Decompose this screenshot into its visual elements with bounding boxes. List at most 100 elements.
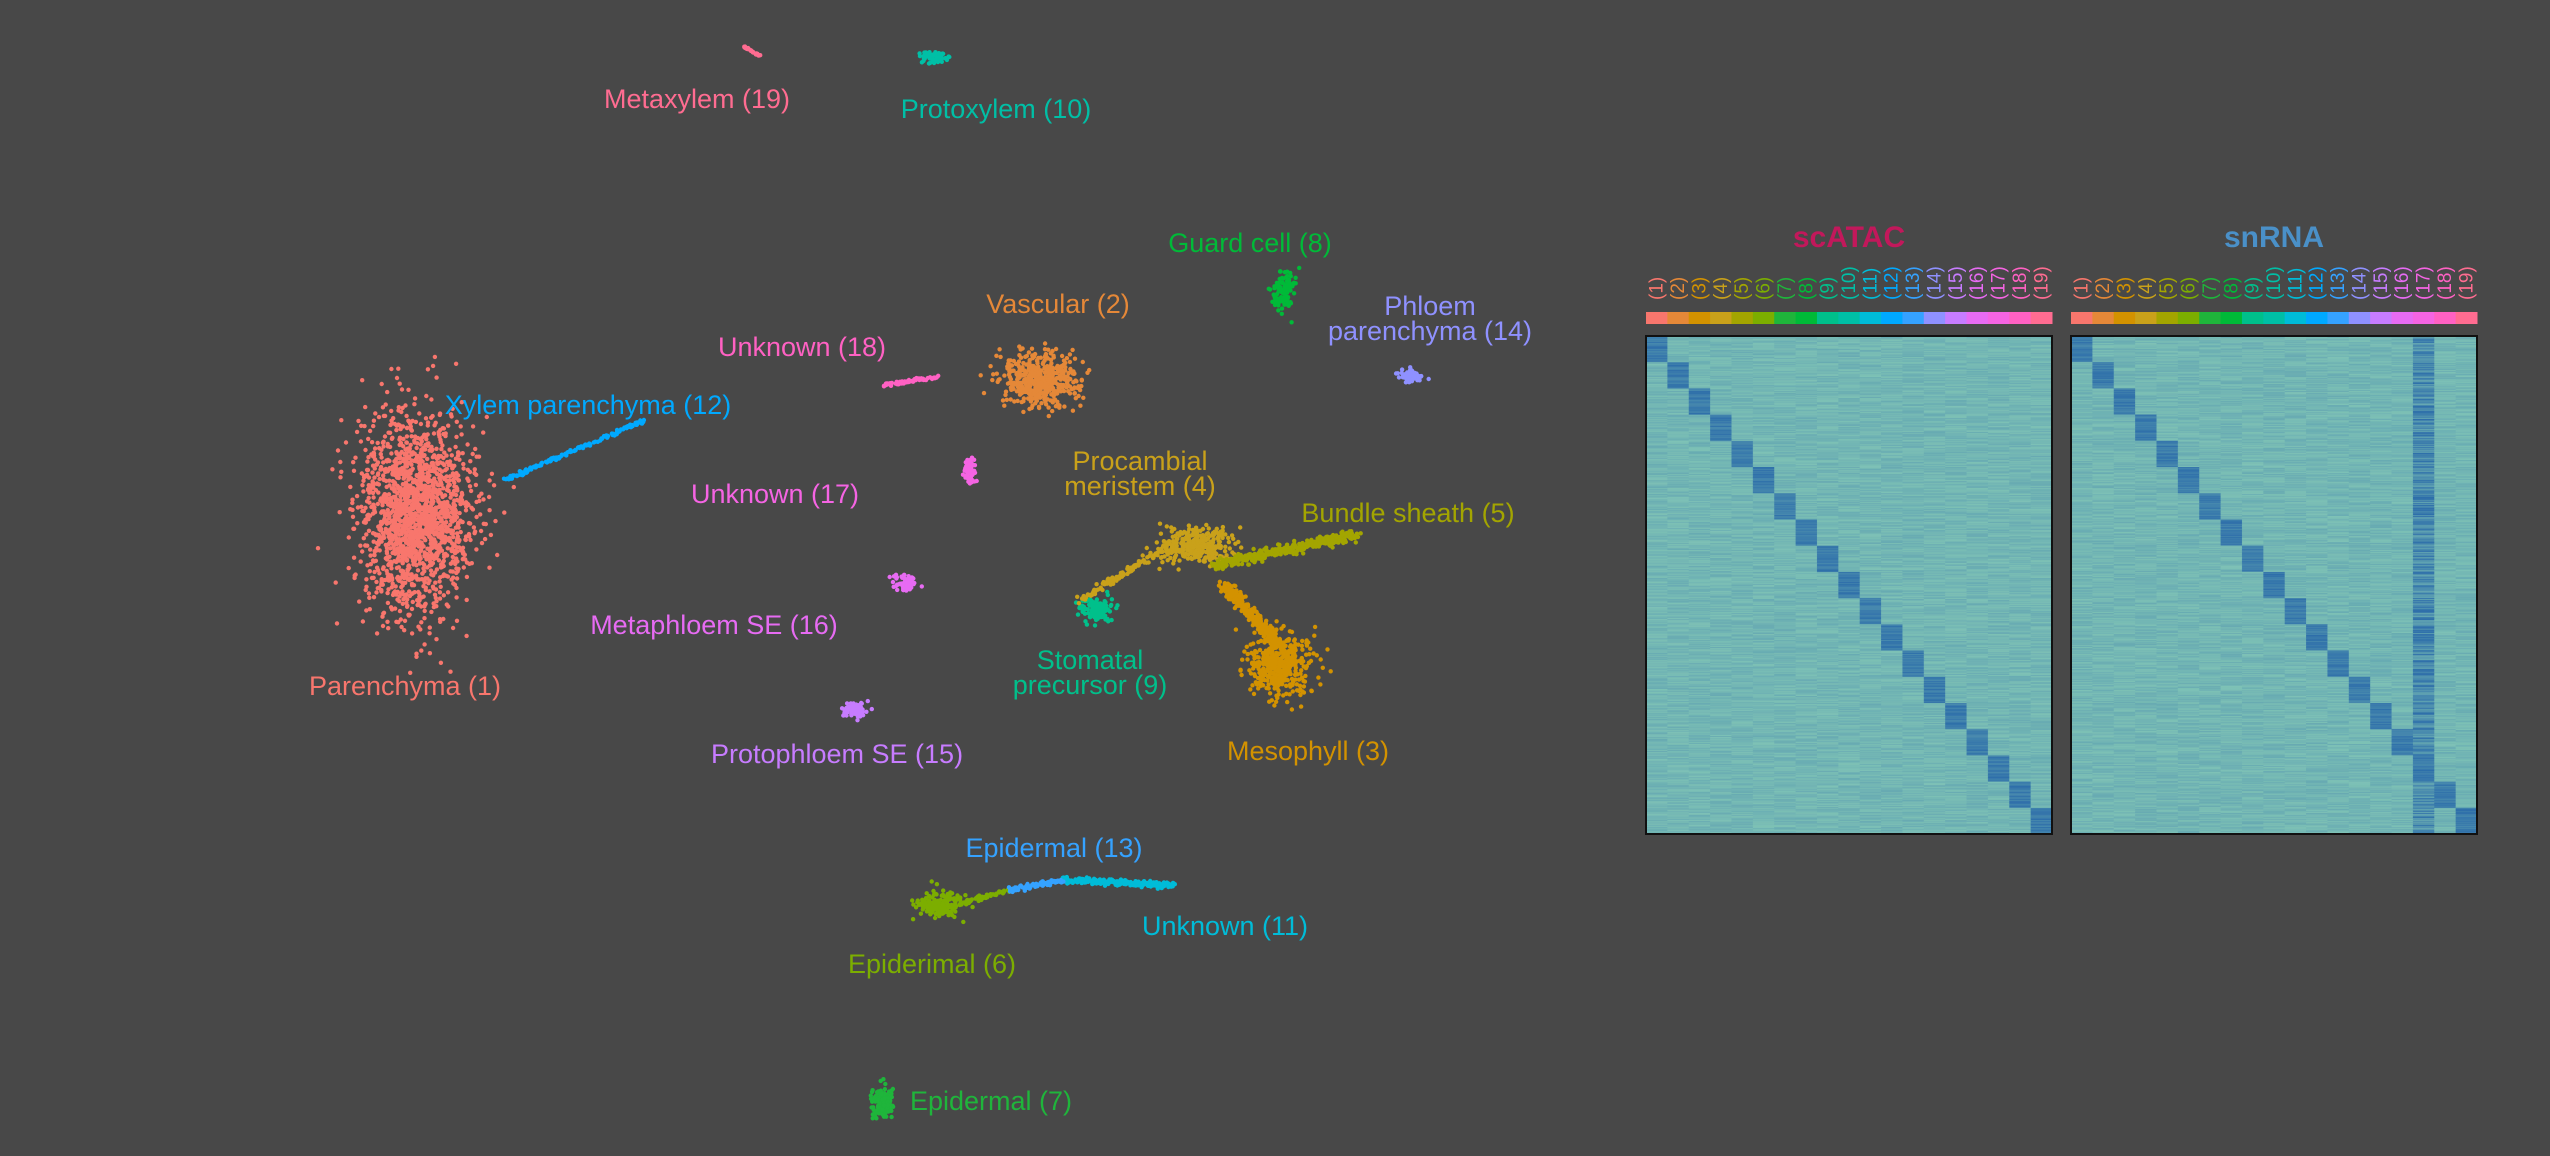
umap-point-3 bbox=[1280, 651, 1284, 655]
umap-point-1 bbox=[421, 493, 425, 497]
umap-point-1 bbox=[474, 500, 478, 504]
umap-point-1 bbox=[459, 495, 463, 499]
umap-point-1 bbox=[442, 426, 446, 430]
umap-point-3 bbox=[1252, 656, 1256, 660]
umap-point-1 bbox=[375, 566, 379, 570]
umap-point-7 bbox=[883, 1087, 887, 1091]
umap-point-1 bbox=[410, 543, 414, 547]
umap-point-3 bbox=[1265, 667, 1269, 671]
umap-point-1 bbox=[489, 533, 493, 537]
umap-point-4 bbox=[1195, 538, 1199, 542]
umap-point-1 bbox=[426, 477, 430, 481]
umap-point-9 bbox=[1094, 618, 1098, 622]
umap-point-2 bbox=[1030, 347, 1034, 351]
umap-point-5 bbox=[1285, 551, 1289, 555]
umap-point-3 bbox=[1295, 672, 1299, 676]
umap-point-1 bbox=[394, 592, 398, 596]
umap-point-17 bbox=[961, 473, 965, 477]
umap-point-1 bbox=[411, 502, 415, 506]
umap-point-1 bbox=[394, 542, 398, 546]
umap-point-1 bbox=[366, 455, 370, 459]
umap-point-1 bbox=[362, 536, 366, 540]
umap-point-3 bbox=[1239, 609, 1243, 613]
umap-point-8 bbox=[1280, 306, 1284, 310]
umap-point-5 bbox=[1344, 540, 1348, 544]
umap-point-1 bbox=[435, 462, 439, 466]
umap-point-1 bbox=[355, 494, 359, 498]
umap-point-4 bbox=[1165, 524, 1169, 528]
umap-point-1 bbox=[454, 509, 458, 513]
umap-point-17 bbox=[969, 465, 973, 469]
umap-point-1 bbox=[430, 518, 434, 522]
umap-point-6 bbox=[941, 893, 945, 897]
umap-point-1 bbox=[417, 411, 421, 415]
umap-point-1 bbox=[464, 634, 468, 638]
umap-point-1 bbox=[383, 492, 387, 496]
umap-point-1 bbox=[460, 520, 464, 524]
umap-point-1 bbox=[479, 492, 483, 496]
umap-point-1 bbox=[409, 577, 413, 581]
umap-point-1 bbox=[391, 502, 395, 506]
umap-point-3 bbox=[1254, 680, 1258, 684]
umap-point-5 bbox=[1297, 542, 1301, 546]
umap-point-1 bbox=[420, 512, 424, 516]
umap-point-2 bbox=[988, 364, 992, 368]
umap-point-1 bbox=[351, 515, 355, 519]
umap-point-1 bbox=[419, 476, 423, 480]
umap-point-4 bbox=[1125, 567, 1129, 571]
umap-point-1 bbox=[469, 489, 473, 493]
umap-point-1 bbox=[361, 619, 365, 623]
umap-point-1 bbox=[401, 459, 405, 463]
umap-point-8 bbox=[1267, 287, 1271, 291]
umap-point-1 bbox=[474, 483, 478, 487]
umap-point-5 bbox=[1221, 558, 1225, 562]
umap-point-1 bbox=[434, 480, 438, 484]
umap-point-2 bbox=[1007, 372, 1011, 376]
umap-point-4 bbox=[1137, 562, 1141, 566]
umap-point-1 bbox=[398, 382, 402, 386]
umap-point-5 bbox=[1234, 555, 1238, 559]
umap-point-8 bbox=[1289, 301, 1293, 305]
umap-point-3 bbox=[1313, 625, 1317, 629]
umap-point-1 bbox=[445, 467, 449, 471]
umap-point-1 bbox=[413, 556, 417, 560]
umap-point-1 bbox=[444, 431, 448, 435]
umap-point-1 bbox=[397, 554, 401, 558]
umap-point-3 bbox=[1271, 676, 1275, 680]
umap-point-3 bbox=[1277, 663, 1281, 667]
umap-point-1 bbox=[461, 557, 465, 561]
umap-point-9 bbox=[1077, 606, 1081, 610]
umap-point-3 bbox=[1233, 606, 1237, 610]
umap-point-3 bbox=[1284, 677, 1288, 681]
umap-point-1 bbox=[406, 519, 410, 523]
umap-point-5 bbox=[1274, 552, 1278, 556]
umap-point-1 bbox=[405, 441, 409, 445]
umap-point-1 bbox=[424, 586, 428, 590]
umap-point-3 bbox=[1248, 687, 1252, 691]
umap-point-10 bbox=[938, 52, 942, 56]
umap-point-4 bbox=[1160, 560, 1164, 564]
umap-point-6 bbox=[952, 915, 956, 919]
umap-point-1 bbox=[415, 603, 419, 607]
umap-point-1 bbox=[398, 456, 402, 460]
umap-point-3 bbox=[1279, 645, 1283, 649]
umap-point-1 bbox=[433, 355, 437, 359]
umap-point-1 bbox=[429, 568, 433, 572]
umap-point-7 bbox=[871, 1105, 875, 1109]
umap-point-1 bbox=[359, 439, 363, 443]
umap-point-1 bbox=[461, 462, 465, 466]
umap-point-7 bbox=[876, 1098, 880, 1102]
umap-point-2 bbox=[1028, 363, 1032, 367]
umap-point-1 bbox=[438, 546, 442, 550]
umap-point-1 bbox=[376, 542, 380, 546]
umap-point-1 bbox=[434, 375, 438, 379]
umap-point-2 bbox=[1027, 391, 1031, 395]
umap-point-1 bbox=[450, 510, 454, 514]
umap-point-4 bbox=[1198, 529, 1202, 533]
umap-point-2 bbox=[979, 373, 983, 377]
umap-point-1 bbox=[383, 578, 387, 582]
umap-point-2 bbox=[1060, 354, 1064, 358]
umap-point-3 bbox=[1329, 669, 1333, 673]
umap-point-2 bbox=[1050, 409, 1054, 413]
umap-point-3 bbox=[1301, 679, 1305, 683]
